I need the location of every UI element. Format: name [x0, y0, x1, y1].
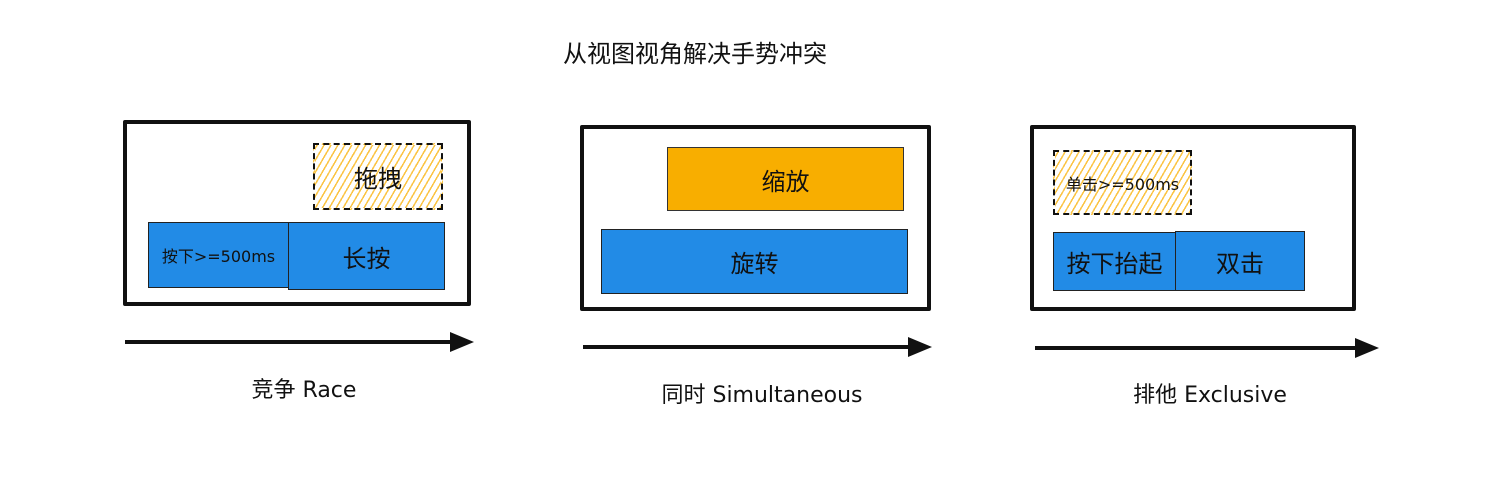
timeline-arrow	[1035, 346, 1360, 350]
exclusive-frame	[1030, 125, 1356, 311]
race-label: 竞争 Race	[251, 378, 357, 403]
zoom-gesture-box: 缩放	[667, 147, 904, 211]
diagram-title: 从视图视角解决手势冲突	[563, 40, 827, 68]
timeline-arrow	[583, 345, 913, 349]
arrowhead-icon	[450, 332, 474, 352]
press-release-box: 按下抬起	[1053, 232, 1176, 291]
exclusive-label: 排他 Exclusive	[1133, 383, 1287, 408]
arrowhead-icon	[1355, 338, 1379, 358]
tap-500ms-box: 单击>=500ms	[1053, 150, 1192, 215]
press-500ms-box: 按下>=500ms	[148, 222, 289, 288]
simultaneous-frame	[580, 125, 931, 311]
simultaneous-label: 同时 Simultaneous	[661, 383, 863, 408]
rotate-gesture-box: 旋转	[601, 229, 908, 294]
timeline-arrow	[125, 340, 455, 344]
long-press-box: 长按	[288, 222, 445, 290]
double-tap-box: 双击	[1175, 231, 1305, 291]
drag-gesture-box: 拖拽	[313, 143, 443, 210]
race-frame	[123, 120, 471, 306]
arrowhead-icon	[908, 337, 932, 357]
